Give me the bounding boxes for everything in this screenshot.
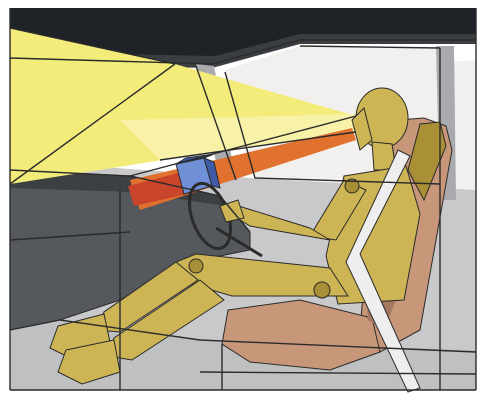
driver-cutaway-figure xyxy=(0,0,483,394)
illustration xyxy=(0,0,483,394)
